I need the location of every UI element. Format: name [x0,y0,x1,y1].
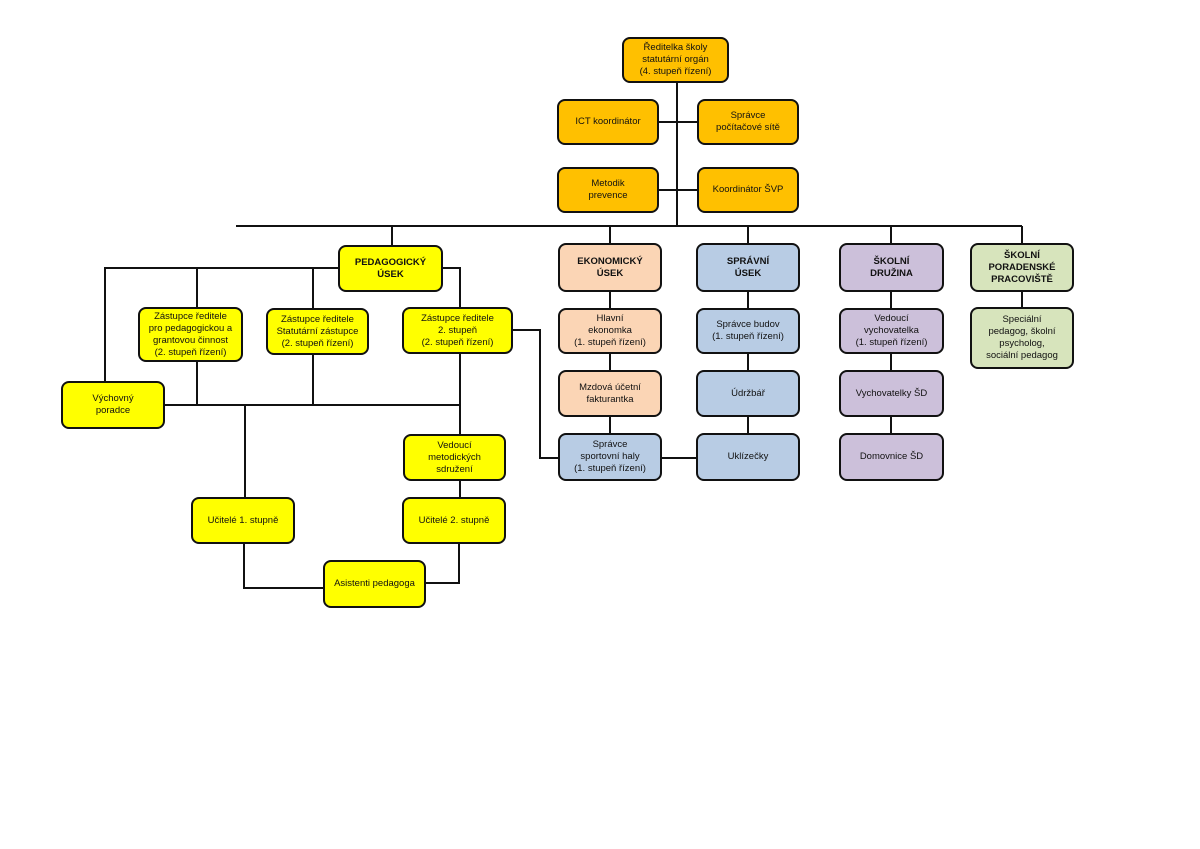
payroll-accountant-box: Mzdová účetní fakturantka [558,370,662,417]
head-educator-box: Vedoucí vychovatelka (1. stupeň řízení) [839,308,944,354]
methodics-lead-box: Vedoucí metodických sdružení [403,434,506,481]
counselor-box: Výchovný poradce [61,381,165,429]
after-school-club-box: ŠKOLNÍ DRUŽINA [839,243,944,292]
economic-department-box: EKONOMICKÝ ÚSEK [558,243,662,292]
director-box: Ředitelka školy statutární orgán (4. stu… [622,37,729,83]
deputy-statutory-box: Zástupce ředitele Statutární zástupce (2… [266,308,369,355]
svp-coordinator-box: Koordinátor ŠVP [697,167,799,213]
deputy-grants-box: Zástupce ředitele pro pedagogickou a gra… [138,307,243,362]
teachers-first-stage-box: Učitelé 1. stupně [191,497,295,544]
prevention-methodist-box: Metodik prevence [557,167,659,213]
deputy-second-stage-box: Zástupce ředitele 2. stupeň (2. stupeň ř… [402,307,513,354]
teaching-assistants-box: Asistenti pedagoga [323,560,426,608]
cleaners-box: Uklízečky [696,433,800,481]
building-admin-box: Správce budov (1. stupeň řízení) [696,308,800,354]
sports-hall-admin-box: Správce sportovní haly (1. stupeň řízení… [558,433,662,481]
administrative-department-box: SPRÁVNÍ ÚSEK [696,243,800,292]
janitor-box: Domovnice ŠD [839,433,944,481]
educators-box: Vychovatelky ŠD [839,370,944,417]
ict-coordinator-box: ICT koordinátor [557,99,659,145]
chief-economist-box: Hlavní ekonomka (1. stupeň řízení) [558,308,662,354]
network-admin-box: Správce počítačové sítě [697,99,799,145]
maintenance-box: Údržbář [696,370,800,417]
pedagogical-department-box: PEDAGOGICKÝ ÚSEK [338,245,443,292]
counseling-center-box: ŠKOLNÍ PORADENSKÉ PRACOVIŠTĚ [970,243,1074,292]
teachers-second-stage-box: Učitelé 2. stupně [402,497,506,544]
counseling-staff-box: Speciální pedagog, školní psycholog, soc… [970,307,1074,369]
